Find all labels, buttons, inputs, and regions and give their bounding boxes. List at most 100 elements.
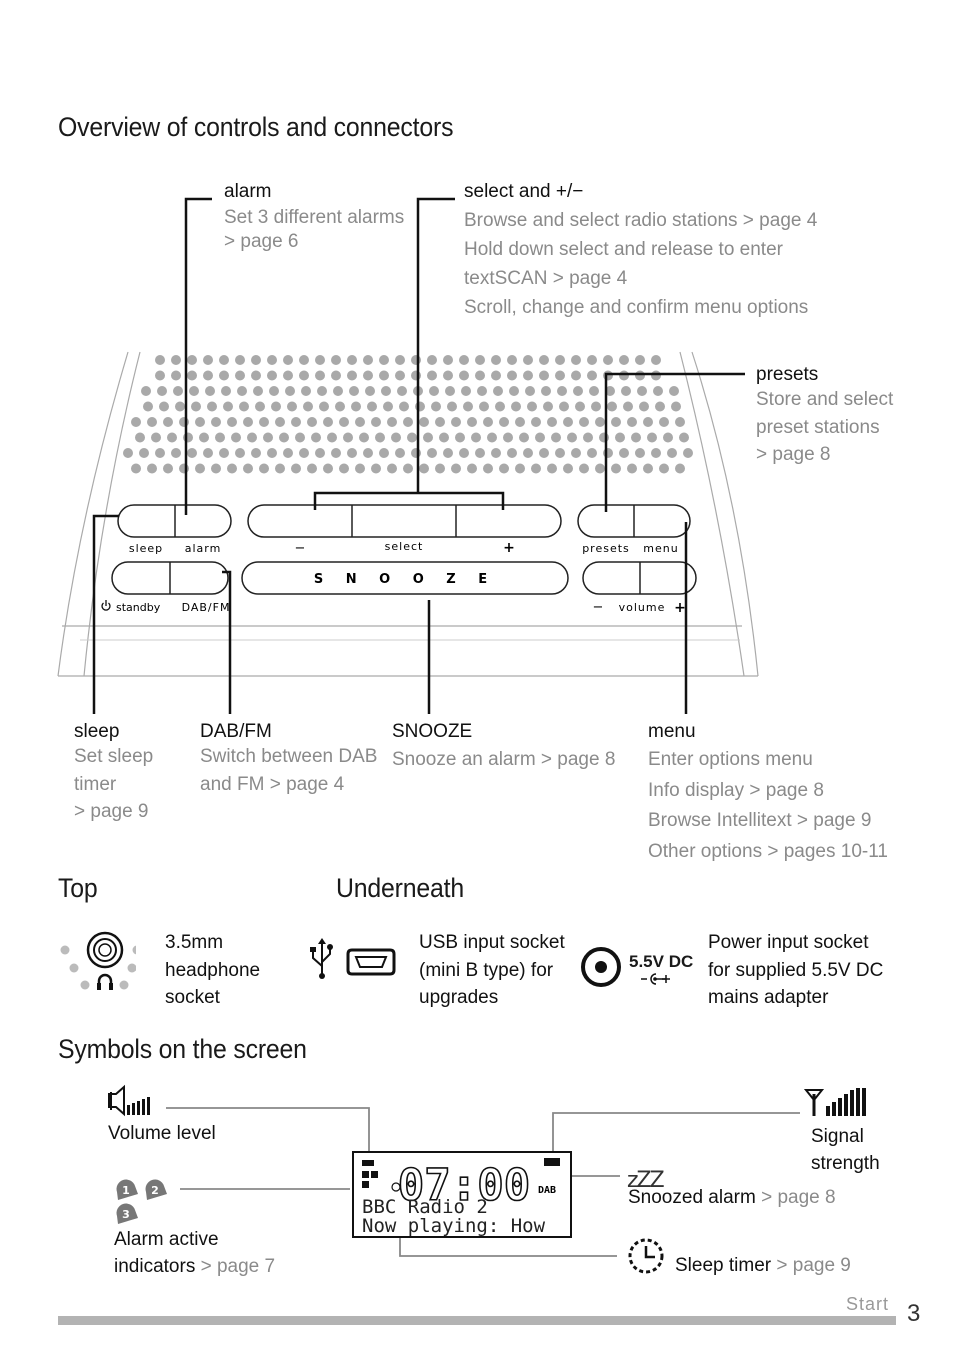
callout-dabfm-title: DAB/FM	[200, 721, 272, 742]
alarm-num-2: 2	[151, 1184, 159, 1197]
callout-sleep: sleep Set sleep timer > page 9	[74, 721, 153, 826]
footer-section: Start	[846, 1294, 890, 1314]
grille-dot	[655, 401, 665, 412]
grille-dot	[635, 355, 645, 365]
callout-snooze-line1: Snooze an alarm > page 8	[392, 749, 616, 770]
grille-dot	[395, 448, 405, 458]
grille-dot	[263, 432, 273, 443]
grille-dot	[471, 432, 481, 443]
grille-dot	[253, 386, 263, 396]
btn-sleep-label: sleep	[129, 542, 163, 555]
grille-dot	[507, 370, 517, 381]
grille-dot	[519, 432, 529, 443]
grille-dot	[491, 370, 501, 381]
dc-socket-icon	[581, 947, 621, 987]
grille-dot	[371, 417, 381, 427]
grille-dot	[475, 355, 485, 365]
grille-dot	[683, 448, 693, 458]
grille-dot	[255, 401, 265, 412]
grille-dot	[315, 448, 325, 458]
signal-icon	[803, 1088, 866, 1116]
grille-dot	[675, 463, 685, 474]
grille-dot	[285, 386, 295, 396]
callout-select-title: select and +/−	[464, 181, 584, 202]
grille-dot	[347, 370, 357, 381]
grille-dot	[331, 355, 341, 365]
callout-sleep-title: sleep	[74, 721, 120, 742]
grille-dot	[547, 463, 557, 474]
grille-dot	[207, 401, 217, 412]
grille-dot	[663, 432, 673, 443]
grille-dot	[491, 448, 501, 458]
grille-dot	[295, 432, 305, 443]
grille-dot	[603, 370, 613, 381]
grille-dot	[555, 448, 565, 458]
grille-dot	[603, 355, 613, 365]
callout-dabfm-line2: and FM > page 4	[200, 773, 345, 795]
grille-dot	[431, 401, 441, 412]
grille-dot	[571, 355, 581, 365]
callout-menu-line3: Browse Intellitext > page 9	[648, 810, 872, 831]
grille-dot	[411, 355, 421, 365]
grille-dot	[509, 386, 519, 396]
grille-dot	[531, 463, 541, 474]
grille-dot	[623, 401, 633, 412]
grille-dot	[555, 355, 565, 365]
lcd-line1: BBC Radio 2	[362, 1196, 488, 1218]
grille-dot	[459, 355, 469, 365]
grille-dot	[495, 401, 505, 412]
grille-dot	[619, 355, 629, 365]
callout-menu-title: menu	[648, 721, 696, 742]
grille-dot	[523, 370, 533, 381]
grille-dot	[363, 370, 373, 381]
grille-dot	[483, 463, 493, 474]
grille-dot	[411, 448, 421, 458]
grille-dot	[179, 463, 189, 474]
grille-dot	[611, 417, 621, 427]
callout-menu-line4: Other options > pages 10-11	[648, 840, 888, 862]
grille-dot	[375, 432, 385, 443]
callout-select: select and +/− Browse and select radio s…	[464, 181, 817, 322]
grille-dot	[139, 448, 149, 458]
grille-dot	[155, 370, 165, 381]
grille-dot	[195, 463, 205, 474]
grille-dot	[475, 448, 485, 458]
grille-dot	[619, 370, 629, 381]
grille-dot	[605, 386, 615, 396]
grille-dot	[435, 417, 445, 427]
grille-dot	[589, 386, 599, 396]
grille-dot	[443, 370, 453, 381]
grille-dot	[627, 463, 637, 474]
grille-dot	[363, 355, 373, 365]
grille-dot	[191, 401, 201, 412]
callout-select-line4: Scroll, change and confirm menu options	[464, 297, 809, 318]
grille-dot	[491, 355, 501, 365]
grille-dot	[317, 386, 327, 396]
grille-dot	[559, 401, 569, 412]
grille-dot	[247, 432, 257, 443]
grille-dot	[267, 370, 277, 381]
grille-dot	[179, 417, 189, 427]
grille-dot	[639, 401, 649, 412]
grille-dot	[643, 417, 653, 427]
grille-dot	[455, 432, 465, 443]
grille-dot	[637, 386, 647, 396]
leader-lines	[92, 197, 745, 714]
grille-dot	[151, 432, 161, 443]
grille-dot	[659, 463, 669, 474]
grille-dot	[391, 432, 401, 443]
grille-dot	[307, 463, 317, 474]
grille-dot	[221, 386, 231, 396]
grille-dot	[163, 463, 173, 474]
grille-dot	[539, 355, 549, 365]
grille-dot	[583, 432, 593, 443]
grille-dot	[211, 463, 221, 474]
btn-dabfm-label: DAB/FM	[182, 601, 231, 614]
grille-dot	[259, 463, 269, 474]
grille-dot	[355, 417, 365, 427]
top-heading: Top	[58, 873, 98, 903]
grille-dot	[327, 432, 337, 443]
grille-dot	[267, 355, 277, 365]
grille-dot	[667, 448, 677, 458]
